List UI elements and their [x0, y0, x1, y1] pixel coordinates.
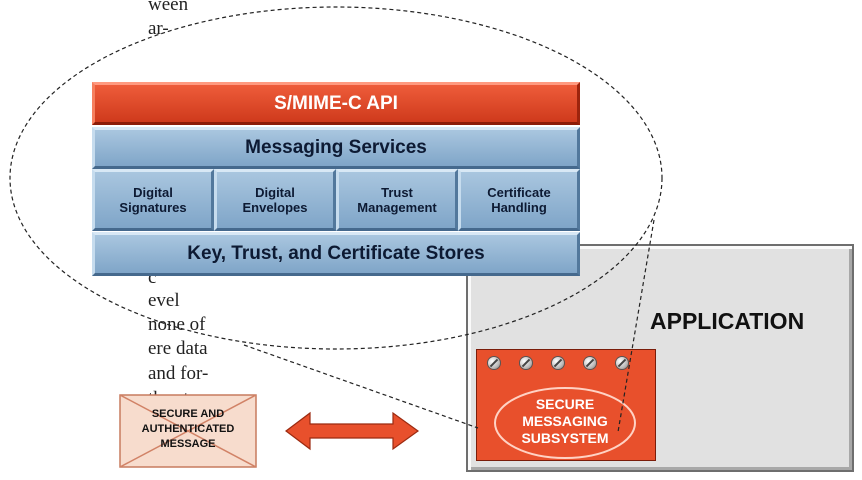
screw-icon	[616, 357, 628, 369]
application-label: APPLICATION	[650, 308, 805, 334]
service-digital-signatures: Digital Signatures	[92, 169, 214, 231]
body-text-line: ween	[148, 0, 189, 15]
subsystem-label-line: SUBSYSTEM	[521, 430, 609, 446]
service-label-line: Signatures	[119, 200, 187, 215]
body-text-line: and for-	[148, 363, 209, 384]
service-digital-envelopes: Digital Envelopes	[214, 169, 336, 231]
dashed-connector-line	[243, 344, 479, 429]
body-text-line: none of	[148, 314, 206, 335]
service-label-line: Digital	[133, 185, 173, 200]
messaging-services-layer: Messaging Services	[92, 127, 580, 169]
body-text-line: c	[148, 267, 157, 288]
service-label-line: Trust	[381, 185, 413, 200]
body-text-line: evel	[148, 290, 180, 311]
service-label-line: Management	[357, 200, 437, 215]
screw-icon	[584, 357, 596, 369]
service-label-line: Digital	[255, 185, 295, 200]
message-label-line: AUTHENTICATED	[141, 423, 235, 435]
screw-icon	[552, 357, 564, 369]
message-envelope	[119, 394, 257, 468]
subsystem-ellipse	[494, 387, 636, 459]
service-certificate-handling: Certificate Handling	[458, 169, 580, 231]
screw-icon	[488, 357, 500, 369]
dashed-connector-line	[617, 219, 655, 433]
service-label-line: Handling	[491, 200, 547, 215]
subsystem-label-line: SECURE	[535, 396, 595, 412]
subsystem-label: SECURE MESSAGING SUBSYSTEM	[495, 396, 635, 447]
double-arrow	[285, 411, 420, 451]
service-label-line: Envelopes	[242, 200, 308, 215]
service-trust-management: Trust Management	[336, 169, 458, 231]
body-text-line: ar-	[148, 18, 169, 39]
body-text-line: ere data	[148, 338, 208, 359]
message-label: SECURE AND AUTHENTICATED MESSAGE	[122, 407, 254, 452]
api-group-ellipse	[9, 6, 663, 350]
service-label-line: Certificate	[487, 185, 551, 200]
smime-api-bar: S/MIME-C API	[92, 82, 580, 125]
stores-layer: Key, Trust, and Certificate Stores	[92, 232, 580, 276]
message-label-line: MESSAGE	[160, 438, 216, 450]
message-label-line: SECURE AND	[151, 408, 225, 420]
subsystem-label-line: MESSAGING	[522, 413, 608, 429]
screw-icon	[520, 357, 532, 369]
